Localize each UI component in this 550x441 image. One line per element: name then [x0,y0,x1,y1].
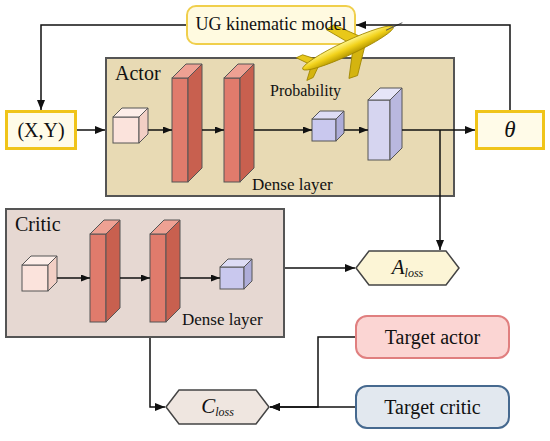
node-text: θ [504,117,515,142]
dense-layer-slab [224,64,254,182]
dense-layer-slab [150,220,180,322]
node-text: Actor [115,62,161,84]
layer-label: Dense layer [252,176,333,195]
state-box: (X,Y) [5,110,77,150]
node-text: (X,Y) [17,119,64,141]
flow-arrow [41,25,186,110]
probability-cube [312,111,344,141]
loss-hexagon: Closs [165,389,270,425]
flow-arrow [439,197,441,250]
value-cube [220,259,252,289]
target-box: Target actor [355,315,510,359]
hexagon-shape [166,390,269,424]
output-cube [368,88,402,160]
node-text: Critic [15,213,61,235]
glider-illustration [290,0,414,96]
layer-label: Dense layer [182,311,263,330]
node-text: Target critic [384,396,481,418]
hexagon-shape [356,251,459,285]
node-text: UG kinematic model [196,15,347,35]
dense-layer-slab [172,64,202,182]
input-cube [22,256,57,291]
flow-arrow [455,129,475,131]
internal-arrow [148,130,455,197]
target-box: Target critic [355,385,510,429]
node-text: C [201,395,215,418]
flow-arrow [77,129,105,131]
loss-hexagon: Aloss [355,250,460,286]
node-text: loss [215,406,234,419]
node-text: loss [405,267,424,280]
node-text: A [392,256,405,279]
flow-arrow [356,25,510,110]
dense-layer-slab [90,220,120,322]
model-box: UG kinematic model [186,5,356,45]
node-text: Target actor [385,326,480,348]
flow-arrow [270,337,355,407]
internal-arrow [57,277,220,279]
input-cube [113,108,148,143]
flow-arrow [150,338,165,407]
flow-arrow [285,267,355,269]
flow-arrow [270,406,355,408]
output-label: Probability [270,82,341,100]
action-box: θ [475,110,545,150]
